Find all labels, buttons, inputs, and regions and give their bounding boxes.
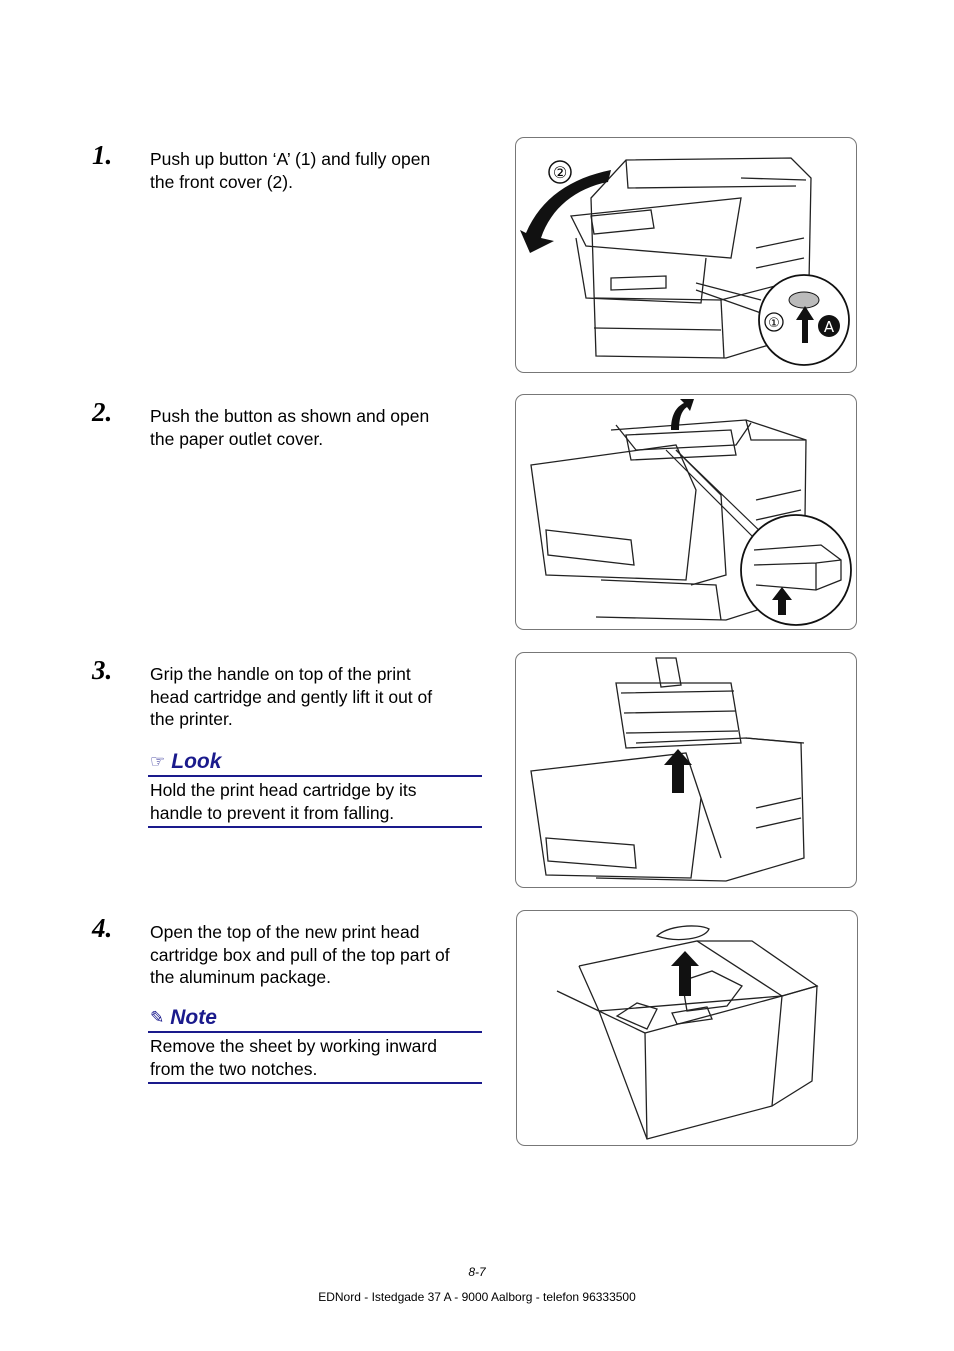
pencil-icon: ✎ [150,1008,165,1027]
printer-front-cover-illustration: ② ① A [520,157,850,366]
look-header: ☞ Look [148,750,482,777]
look-title: Look [171,750,222,773]
cartridge-box-illustration [556,925,819,1140]
note-title: Note [170,1006,217,1029]
step-text: Push up button ‘A’ (1) and fully open th… [150,149,431,192]
printer-outlet-cover-illustration [530,399,852,626]
look-callout: ☞ Look Hold the print head cartridge by … [148,750,482,828]
step-number: 2. [92,397,113,427]
note-header: ✎ Note [148,1006,482,1033]
step-text: Open the top of the new print head cartr… [150,922,450,987]
step-number: 4. [92,913,113,943]
figure-lift-cartridge [515,652,857,888]
page-footer: EDNord - Istedgade 37 A - 9000 Aalborg -… [318,1290,636,1304]
note-body: Remove the sheet by working inward from … [148,1033,482,1084]
pointing-hand-icon: ☞ [150,752,166,771]
label-cover-number: ② [553,163,567,182]
figure-open-box [516,910,858,1146]
step-text: Push the button as shown and open the pa… [150,406,430,449]
page-number: 8-7 [468,1265,486,1279]
step-number: 3. [92,655,113,685]
look-body: Hold the print head cartridge by its han… [148,777,482,828]
label-button-a: A [824,318,835,336]
step-number: 1. [92,140,113,170]
note-callout: ✎ Note Remove the sheet by working inwar… [148,1006,482,1084]
printer-cartridge-illustration [530,657,805,882]
step-text: Grip the handle on top of the print head… [150,664,433,729]
figure-open-outlet-cover [515,394,857,630]
figure-open-front-cover: ② ① A [515,137,857,373]
label-button-number: ① [768,316,780,331]
